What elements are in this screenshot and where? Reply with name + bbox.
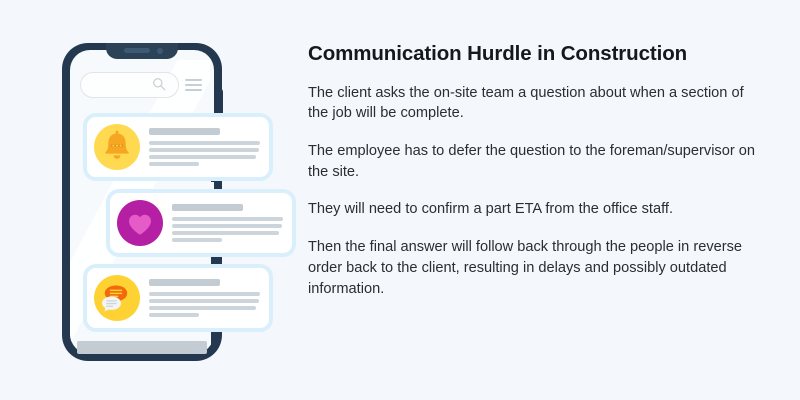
notification-card[interactable] (83, 113, 273, 181)
earpiece-speaker-icon (124, 48, 150, 53)
card-text-placeholder (149, 128, 269, 166)
search-input[interactable] (80, 72, 179, 98)
search-icon[interactable] (152, 77, 166, 91)
phone-illustration (0, 0, 300, 400)
bell-icon (94, 124, 140, 170)
chat-bubbles-icon (94, 275, 140, 321)
body-paragraph-4: Then the final answer will follow back t… (308, 239, 743, 297)
bottom-placeholder-bar (77, 341, 207, 354)
notification-card[interactable] (83, 264, 273, 332)
content-column: Communication Hurdle in Construction The… (308, 42, 760, 299)
body-paragraph-2: The employee has to defer the question t… (308, 143, 755, 180)
hamburger-menu-icon[interactable] (185, 79, 202, 91)
notification-card[interactable] (106, 189, 296, 257)
card-text-placeholder (149, 279, 269, 317)
flow-connector (211, 249, 216, 265)
body-paragraph-1: The client asks the on-site team a quest… (308, 84, 744, 122)
heart-icon (117, 200, 163, 246)
flow-connector (211, 330, 216, 346)
body-paragraph-3: They will need to confirm a part ETA fro… (308, 201, 674, 218)
page-title: Communication Hurdle in Construction (308, 42, 688, 65)
front-camera-icon (157, 48, 163, 54)
card-text-placeholder (172, 204, 292, 242)
